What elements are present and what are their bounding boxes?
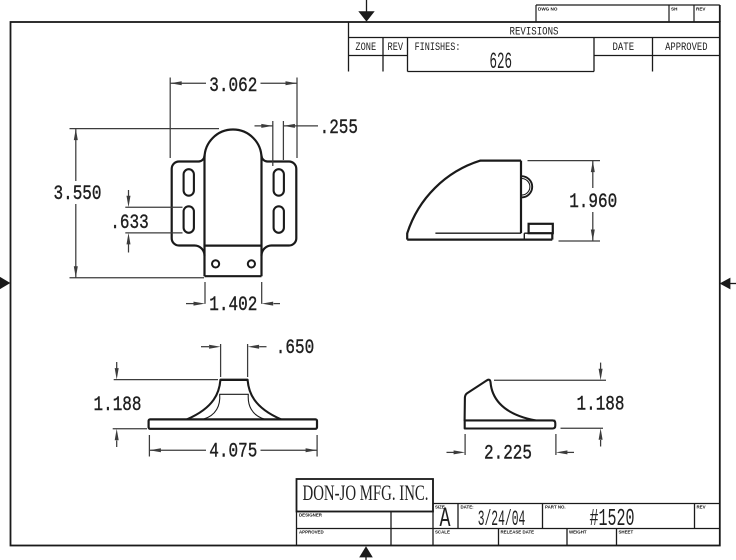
svg-text:4.075: 4.075 xyxy=(209,440,257,463)
svg-text:.650: .650 xyxy=(276,336,314,359)
svg-text:DATE:: DATE: xyxy=(461,505,475,510)
svg-text:.255: .255 xyxy=(320,116,358,139)
svg-text:SHEET: SHEET xyxy=(619,530,634,535)
svg-text:REV: REV xyxy=(388,41,404,53)
svg-text:PART NO.: PART NO. xyxy=(545,505,566,510)
svg-text:3/24/04: 3/24/04 xyxy=(478,507,526,532)
svg-text:APPROVED: APPROVED xyxy=(299,530,324,535)
svg-text:WEIGHT: WEIGHT xyxy=(569,530,587,535)
svg-text:APPROVED: APPROVED xyxy=(665,41,707,53)
svg-text:SH: SH xyxy=(671,7,678,12)
svg-text:.633: .633 xyxy=(110,211,148,234)
svg-text:DATE: DATE xyxy=(612,41,634,53)
svg-text:A: A xyxy=(440,505,451,536)
svg-text:REVISIONS: REVISIONS xyxy=(509,26,558,38)
svg-text:ZONE: ZONE xyxy=(355,41,376,53)
svg-text:1.960: 1.960 xyxy=(569,190,617,213)
svg-text:SCALE: SCALE xyxy=(435,530,450,535)
svg-text:1.402: 1.402 xyxy=(209,293,257,316)
svg-text:3.062: 3.062 xyxy=(209,74,257,97)
svg-text:1.188: 1.188 xyxy=(94,393,142,416)
svg-text:626: 626 xyxy=(489,48,511,75)
svg-text:#1520: #1520 xyxy=(590,505,635,533)
svg-text:RELEASE DATE: RELEASE DATE xyxy=(501,530,535,535)
svg-text:1.188: 1.188 xyxy=(577,393,625,416)
svg-text:DESIGNER: DESIGNER xyxy=(299,513,323,518)
svg-text:2.225: 2.225 xyxy=(484,442,532,465)
svg-text:DWG NO: DWG NO xyxy=(538,7,558,12)
svg-text:REV: REV xyxy=(697,505,706,510)
svg-text:DON-JO MFG. INC.: DON-JO MFG. INC. xyxy=(303,480,429,505)
svg-text:REV: REV xyxy=(696,7,706,12)
svg-text:FINISHES:: FINISHES: xyxy=(415,41,461,53)
svg-text:SIZE: SIZE xyxy=(435,505,445,510)
svg-text:3.550: 3.550 xyxy=(54,182,102,205)
